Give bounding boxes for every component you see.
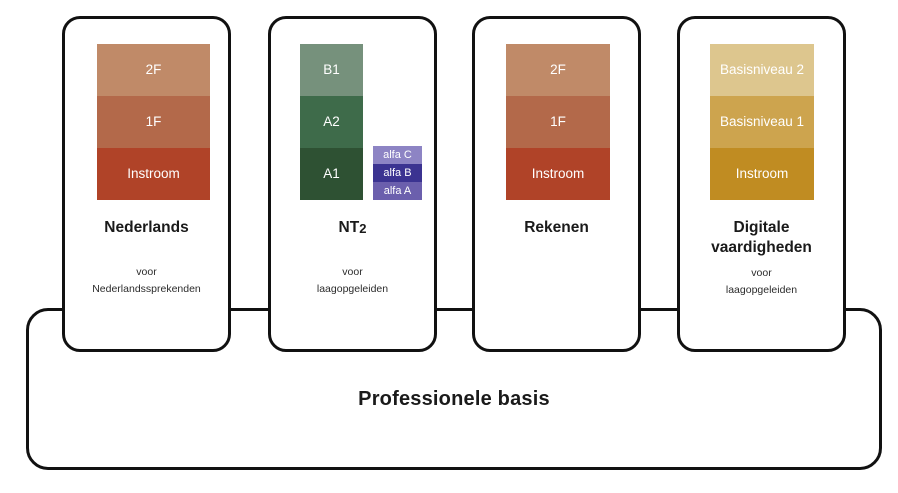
card-subtitle-nederlands: voor Nederlandssprekenden: [62, 264, 231, 299]
level-segment-basisniveau-2: Basisniveau 2: [710, 44, 814, 96]
card-title-nederlands: Nederlands: [104, 219, 189, 236]
level-segment-a1: A1: [300, 148, 363, 200]
level-segment-instroom: Instroom: [97, 148, 210, 200]
level-segment-1f: 1F: [506, 96, 610, 148]
nt2-numeral: 2: [359, 220, 367, 236]
level-segment-basisniveau-1: Basisniveau 1: [710, 96, 814, 148]
level-segment-instroom: Instroom: [506, 148, 610, 200]
level-stack-rekenen: Instroom 1F 2F: [506, 44, 610, 200]
card-title-rekenen: Rekenen: [524, 219, 589, 236]
card-title-nt2: NT2: [268, 218, 437, 238]
level-segment-a2: A2: [300, 96, 363, 148]
alfa-stack-nt2: alfa A alfa B alfa C: [373, 146, 422, 200]
alfa-segment-b: alfa B: [373, 164, 422, 182]
level-segment-1f: 1F: [97, 96, 210, 148]
card-subtitle-line: voor: [136, 266, 157, 278]
alfa-segment-c: alfa C: [373, 146, 422, 164]
level-stack-nederlands: Instroom 1F 2F: [97, 44, 210, 200]
card-title-digitale-vaardigheden: Digitale vaardigheden: [677, 218, 846, 257]
card-subtitle-digitale-vaardigheden: voor laagopgeleiden: [677, 265, 846, 300]
level-stack-digitale-vaardigheden: Instroom Basisniveau 1 Basisniveau 2: [710, 44, 814, 200]
level-segment-2f: 2F: [97, 44, 210, 96]
card-subtitle-line: voor: [751, 267, 772, 279]
alfa-segment-a: alfa A: [373, 182, 422, 200]
level-segment-b1: B1: [300, 44, 363, 96]
card-title-text: NT2: [338, 219, 367, 236]
card-subtitle-line: laagopgeleiden: [316, 283, 389, 296]
level-segment-instroom: Instroom: [710, 148, 814, 200]
card-subtitle-line: Nederlandssprekenden: [92, 283, 201, 296]
card-subtitle-nt2: voor laagopgeleiden: [268, 264, 437, 299]
card-title-line: vaardigheden: [711, 238, 812, 256]
card-subtitle-line: voor: [342, 266, 363, 278]
card-title-line: Digitale: [733, 219, 790, 236]
level-stack-nt2: A1 A2 B1: [300, 44, 363, 200]
professionele-basis-label: Professionele basis: [358, 388, 550, 410]
card-subtitle-line: laagopgeleiden: [725, 284, 798, 297]
level-segment-2f: 2F: [506, 44, 610, 96]
